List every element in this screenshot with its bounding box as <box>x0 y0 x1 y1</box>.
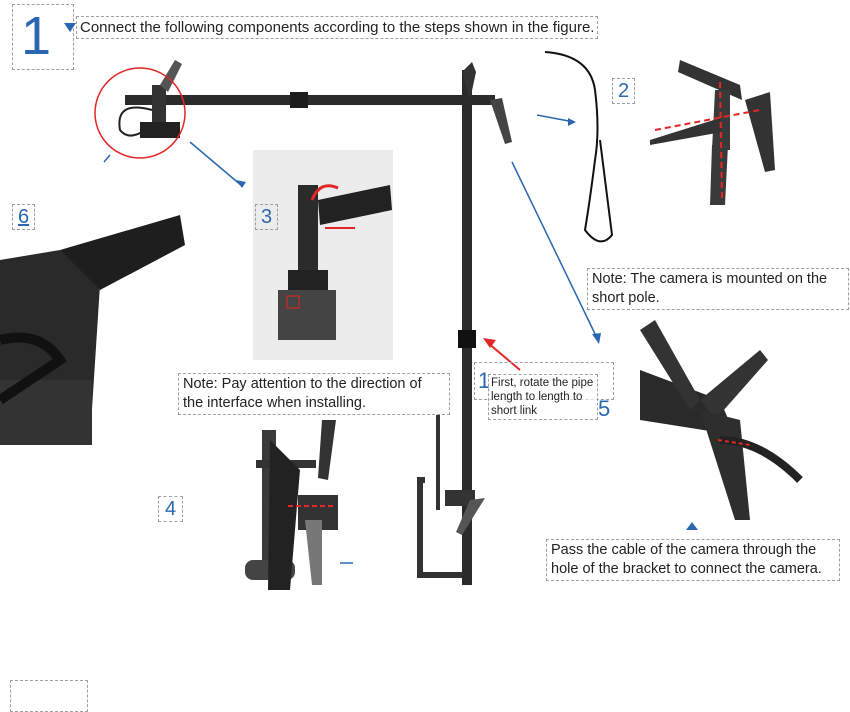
highlight-circle <box>94 67 186 159</box>
vertical-pole <box>462 70 472 585</box>
note-cable: Pass the cable of the camera through the… <box>546 539 840 581</box>
next-step-box <box>10 680 88 712</box>
label-4: 4 <box>158 496 184 522</box>
instruction-text: Connect the following components accordi… <box>76 16 599 39</box>
cable <box>544 51 614 243</box>
label-2: 2 <box>612 78 636 104</box>
note-rotate: First, rotate the pipe length to length … <box>488 374 598 420</box>
label-1: 1 <box>478 368 491 393</box>
triangle-icon <box>64 23 76 32</box>
step-number-box: 1 <box>12 4 74 70</box>
note-interface: Note: Pay attention to the direction of … <box>178 373 450 415</box>
label-6: 6 <box>12 204 36 230</box>
label-5: 5 <box>598 396 611 421</box>
label-3: 3 <box>255 204 279 230</box>
note-camera-mount: Note: The camera is mounted on the short… <box>587 268 849 310</box>
horizontal-arm <box>125 95 495 105</box>
